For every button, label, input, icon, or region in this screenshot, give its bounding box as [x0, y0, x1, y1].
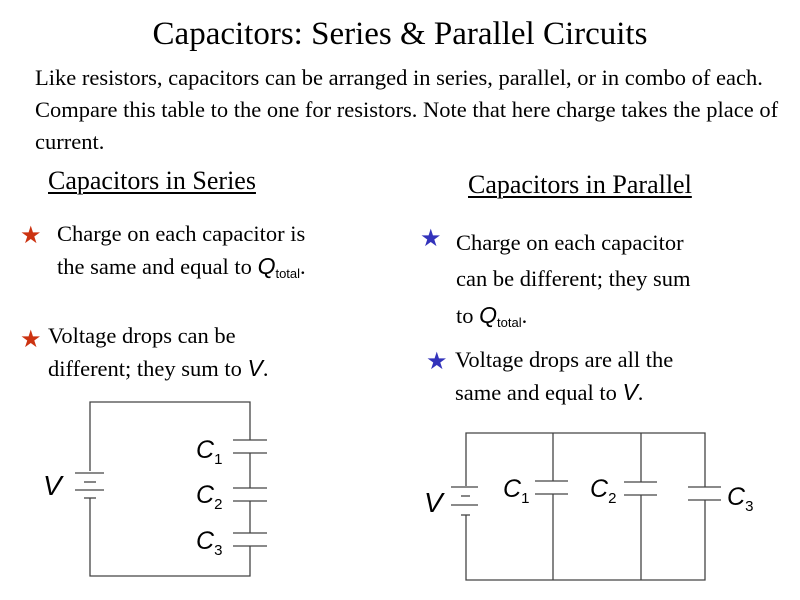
series-heading: Capacitors in Series — [48, 166, 256, 195]
q-total-symbol: Qtotal — [479, 302, 522, 330]
bullet-line: different; they sum to V. — [48, 352, 269, 385]
wire — [465, 500, 706, 581]
cap-letter: C — [503, 475, 522, 503]
parallel-bullet-voltage: ★ Voltage drops are all the same and equ… — [426, 344, 673, 409]
bullet-end: . — [300, 254, 306, 279]
star-icon: ★ — [20, 327, 42, 353]
q-sub: total — [275, 266, 301, 281]
bullet-end: . — [521, 303, 528, 328]
bullet-line: to Qtotal. — [456, 297, 691, 341]
wire — [89, 498, 251, 577]
q-var: Q — [479, 302, 498, 328]
wire — [89, 401, 251, 471]
parallel-circuit — [451, 432, 721, 581]
capacitor-label: C2 — [196, 481, 222, 513]
cap-index: 1 — [214, 451, 222, 468]
parallel-bullet-charge: ★ Charge on each capacitor can be differ… — [420, 225, 691, 341]
parallel-heading: Capacitors in Parallel — [468, 170, 692, 199]
bullet-line: Charge on each capacitor — [456, 230, 684, 255]
cap-letter: C — [727, 483, 746, 511]
cap-letter: C — [196, 481, 215, 509]
v-symbol: V — [622, 379, 638, 405]
bullet-text: same and equal to — [455, 380, 623, 405]
v-symbol: V — [247, 355, 263, 381]
series-circuit — [75, 401, 267, 577]
voltage-label: V — [43, 470, 64, 501]
bullet-line: can be different; they sum — [456, 266, 691, 291]
capacitor-label: C2 — [590, 475, 616, 507]
voltage-label: V — [424, 487, 445, 518]
bullet-line: Voltage drops can be — [48, 323, 236, 348]
series-bullet-charge: ★ Charge on each capacitor is the same a… — [20, 218, 306, 290]
cap-letter: C — [196, 527, 215, 555]
q-total-symbol: Qtotal — [257, 253, 301, 281]
cap-index: 3 — [745, 498, 753, 515]
capacitor-label: C3 — [727, 483, 753, 515]
intro-paragraph: Like resistors, capacitors can be arrang… — [35, 65, 779, 154]
cap-index: 2 — [608, 490, 616, 507]
cap-letter: C — [590, 475, 609, 503]
page-title: Capacitors: Series & Parallel Circuits — [152, 16, 648, 52]
q-var: Q — [257, 253, 276, 279]
bullet-end: . — [637, 380, 644, 405]
cap-index: 1 — [521, 490, 529, 507]
capacitor-label: C1 — [503, 475, 529, 507]
bullet-text: the same and equal to — [57, 254, 258, 279]
q-sub: total — [497, 315, 522, 330]
bullet-end: . — [262, 356, 269, 381]
bullet-text: different; they sum to — [48, 356, 248, 381]
bullet-line: same and equal to V. — [455, 376, 673, 409]
bullet-line: Voltage drops are all the — [455, 347, 674, 372]
cap-letter: C — [196, 436, 215, 464]
bullet-line: the same and equal to Qtotal. — [57, 250, 306, 290]
cap-index: 2 — [214, 496, 222, 513]
capacitor-label: C1 — [196, 436, 222, 468]
capacitor-label: C3 — [196, 527, 222, 559]
bullet-line: Charge on each capacitor is — [57, 221, 306, 246]
star-icon: ★ — [420, 226, 442, 252]
star-icon: ★ — [426, 349, 448, 375]
series-bullet-voltage: ★ Voltage drops can be different; they s… — [20, 320, 269, 385]
bullet-text: to — [456, 303, 480, 328]
wire — [465, 432, 706, 487]
star-icon: ★ — [20, 223, 42, 249]
cap-index: 3 — [214, 542, 222, 559]
